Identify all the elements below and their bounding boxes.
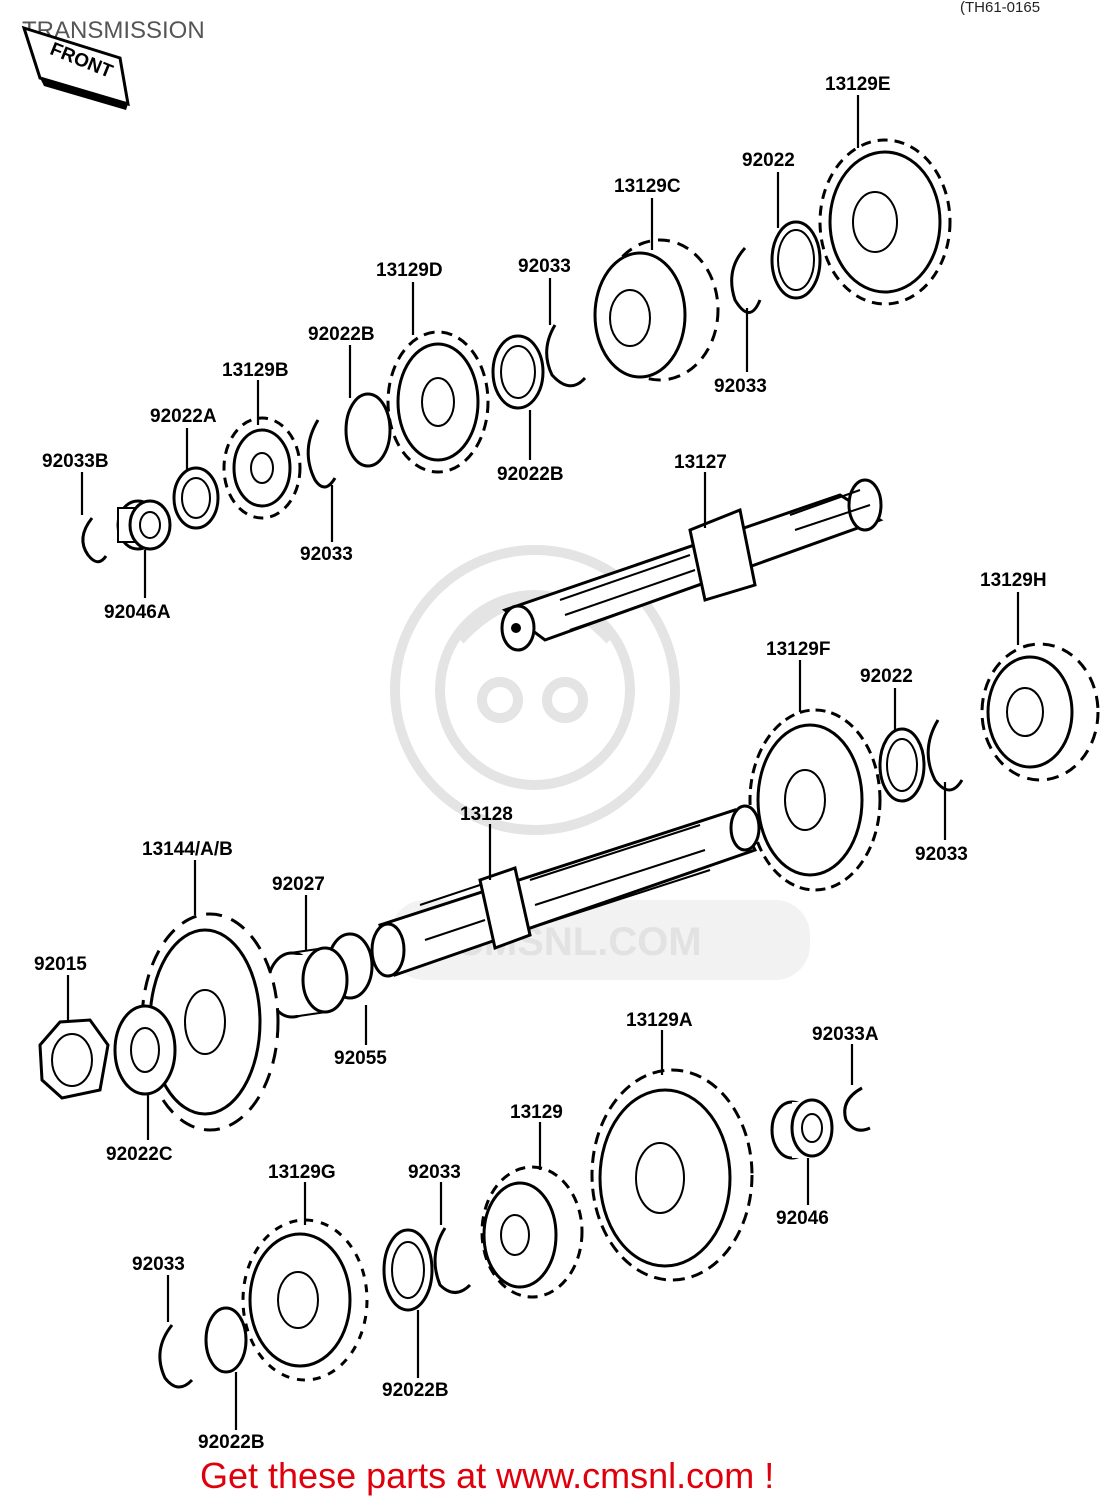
label-13129e: 13129E — [825, 74, 891, 95]
label-92022b-d2: 92022B — [497, 464, 564, 485]
label-92022-top: 92022 — [742, 150, 795, 171]
label-13129b: 13129B — [222, 360, 289, 381]
leader-lines — [66, 95, 1020, 1430]
washer-92022c — [113, 1004, 177, 1096]
label-13129h: 13129H — [980, 570, 1047, 591]
label-92022b-g: 92022B — [198, 1432, 265, 1453]
label-92033-lo: 92033 — [408, 1162, 461, 1183]
label-92055: 92055 — [334, 1048, 387, 1069]
footer-cta[interactable]: Get these parts at www.cmsnl.com ! — [200, 1455, 774, 1496]
gear-13129h — [980, 642, 1100, 782]
circlip-92033-c — [545, 324, 587, 388]
label-92033-c2: 92033 — [714, 376, 767, 397]
circlip-92033-lo — [433, 1227, 472, 1294]
gear-13129g — [241, 1218, 369, 1382]
circlip-92033a — [843, 1086, 871, 1132]
gear-13129b — [222, 416, 302, 520]
label-13129d: 13129D — [376, 260, 443, 281]
circlip-92033-f — [926, 719, 964, 792]
label-92027: 92027 — [272, 874, 325, 895]
washer-92022b-g — [204, 1306, 248, 1374]
gear-13129a — [590, 1068, 754, 1282]
label-92033-f: 92033 — [915, 844, 968, 865]
bearing-92046a — [116, 499, 172, 551]
circlip-92033-c2 — [730, 246, 762, 314]
diagram-code: (TH61-0165 — [960, 0, 1040, 16]
label-13128: 13128 — [460, 804, 513, 825]
circlip-92033b — [81, 517, 108, 564]
collar-92027 — [266, 946, 349, 1019]
label-92022b-lo: 92022B — [382, 1380, 449, 1401]
label-13129f: 13129F — [766, 639, 830, 660]
washer-92022a — [172, 466, 220, 530]
circlip-92033-g — [158, 1324, 194, 1389]
washer-92022b-d2 — [344, 392, 392, 468]
label-92033a: 92033A — [812, 1024, 879, 1045]
label-92046a: 92046A — [104, 602, 171, 623]
label-92022b-d: 92022B — [308, 324, 375, 345]
washer-92022-top — [770, 220, 822, 300]
label-13129g: 13129G — [268, 1162, 336, 1183]
nut-92015 — [38, 1018, 110, 1100]
shaft-13127 — [500, 478, 884, 652]
label-92033-c: 92033 — [518, 256, 571, 277]
part-labels: 13129E 92022 13129C 92033 92033 92022B 1… — [34, 74, 1047, 1453]
circlip-92033-b — [306, 419, 337, 489]
sprocket-13144ab — [140, 912, 280, 1132]
shaft-13128 — [370, 804, 761, 978]
gear-13129e — [818, 138, 952, 306]
gear-13129f — [748, 708, 882, 892]
label-92022a: 92022A — [150, 406, 217, 427]
bearing-92046 — [770, 1098, 834, 1160]
gear-13129c — [593, 238, 720, 382]
label-92033b: 92033B — [42, 451, 109, 472]
label-92046: 92046 — [776, 1208, 829, 1229]
label-92033-g: 92033 — [132, 1254, 185, 1275]
label-13127: 13127 — [674, 452, 727, 473]
gear-13129 — [480, 1165, 584, 1299]
label-13129: 13129 — [510, 1102, 563, 1123]
label-92022c: 92022C — [106, 1144, 173, 1165]
label-13129a: 13129A — [626, 1010, 693, 1031]
gear-13129d — [386, 330, 490, 474]
label-13129c: 13129C — [614, 176, 681, 197]
label-92033-b: 92033 — [300, 544, 353, 565]
label-13144ab: 13144/A/B — [142, 839, 233, 860]
label-92022-f: 92022 — [860, 666, 913, 687]
label-92015: 92015 — [34, 954, 87, 975]
front-arrow-icon: FRONT — [21, 25, 130, 110]
